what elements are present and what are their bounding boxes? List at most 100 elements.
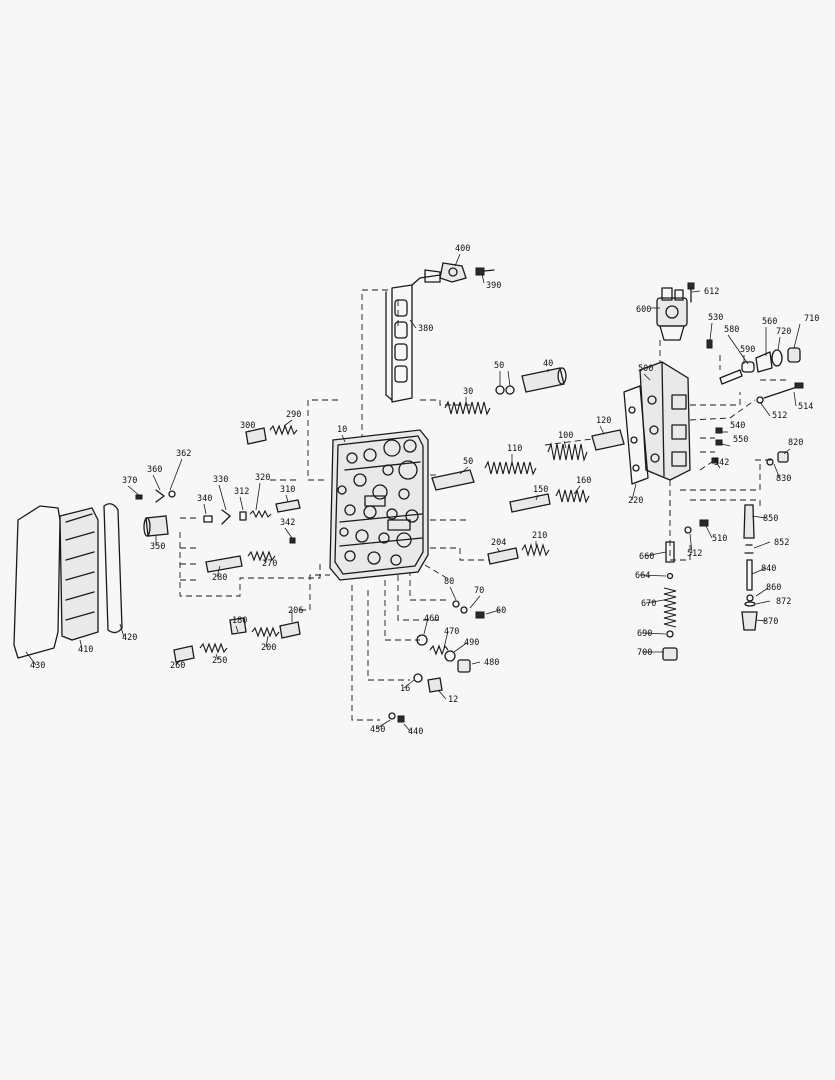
- leader-line: [689, 533, 693, 554]
- part-label: 514: [798, 402, 813, 412]
- leader-line: [783, 448, 791, 455]
- part-label: 270: [262, 559, 277, 569]
- leader-line: [79, 639, 83, 650]
- leader-line: [449, 586, 457, 601]
- part-label: 560: [762, 317, 777, 327]
- part-label: 110: [507, 444, 522, 454]
- part-label: 512: [772, 411, 787, 421]
- leader-line: [423, 617, 429, 635]
- part-label: 720: [776, 327, 791, 337]
- part-label: 700: [637, 648, 652, 658]
- solenoid-600: [656, 287, 688, 341]
- bolt-390: [475, 267, 495, 276]
- right-side-parts: [662, 339, 804, 661]
- part-label: 510: [712, 534, 727, 544]
- part-label: 10: [337, 425, 347, 435]
- part-label: 690: [637, 629, 652, 639]
- leader-line: [755, 600, 771, 605]
- assembly-dashed-lines: [179, 289, 790, 721]
- leader-line: [751, 567, 767, 575]
- part-label: 530: [708, 313, 723, 323]
- part-label: 206: [288, 606, 303, 616]
- leader-line: [563, 440, 567, 449]
- part-label: 590: [740, 345, 755, 355]
- part-label: 204: [491, 538, 506, 548]
- part-label: 400: [455, 244, 470, 254]
- part-label: 160: [576, 476, 591, 486]
- leader-line: [705, 525, 713, 539]
- leader-line: [496, 547, 501, 553]
- part-label: 860: [766, 583, 781, 593]
- part-label: 420: [122, 633, 137, 643]
- leader-line: [709, 322, 713, 341]
- leader-line: [631, 483, 637, 501]
- part-label: 40: [543, 359, 553, 369]
- leader-line: [759, 401, 771, 417]
- oil-pan-filter: [13, 503, 123, 659]
- leader-line: [485, 609, 501, 615]
- part-label: 380: [418, 324, 433, 334]
- leader-line: [265, 635, 269, 648]
- part-label: 450: [370, 725, 385, 735]
- leader-line: [773, 463, 781, 480]
- bottom-small-parts: [388, 600, 485, 723]
- part-label: 612: [704, 287, 719, 297]
- part-label: 490: [464, 638, 479, 648]
- part-label: 200: [261, 643, 276, 653]
- part-label: 600: [636, 305, 651, 315]
- leader-line: [573, 485, 581, 495]
- leader-line: [645, 599, 665, 604]
- part-label: 660: [639, 552, 654, 562]
- leader-line: [751, 515, 767, 519]
- leader-line: [481, 273, 485, 284]
- leader-line: [203, 503, 207, 515]
- leader-line: [175, 659, 181, 666]
- part-label: 580: [724, 325, 739, 335]
- part-label: 30: [463, 387, 473, 397]
- leader-line: [239, 496, 244, 511]
- part-label: 710: [804, 314, 819, 324]
- leader-line: [403, 679, 415, 689]
- leader-line: [755, 587, 769, 597]
- part-label: 850: [763, 514, 778, 524]
- part-label: 16: [400, 684, 410, 694]
- part-label: 840: [761, 564, 776, 574]
- part-label: 664: [635, 571, 650, 581]
- part-label: 852: [774, 538, 789, 548]
- gasket-harness: [385, 274, 441, 403]
- leader-line: [755, 619, 767, 622]
- leader-line: [459, 466, 469, 475]
- leader-line: [285, 494, 289, 503]
- leader-line: [152, 474, 161, 491]
- leader-line: [454, 253, 461, 267]
- leader-line: [643, 373, 651, 381]
- part-label: 370: [122, 476, 137, 486]
- leader-line: [375, 719, 391, 730]
- part-label: 70: [474, 586, 484, 596]
- leader-line: [119, 623, 125, 638]
- part-label: 220: [628, 496, 643, 506]
- part-label: 342: [280, 518, 295, 528]
- part-label: 542: [714, 458, 729, 468]
- leader-line: [753, 541, 771, 549]
- part-label: 260: [170, 661, 185, 671]
- part-label: 320: [255, 473, 270, 483]
- leader-line: [215, 653, 219, 661]
- leader-line: [599, 425, 605, 435]
- part-label: 460: [424, 614, 439, 624]
- leader-line: [25, 651, 37, 666]
- part-label: 470: [444, 627, 459, 637]
- part-label: 210: [532, 531, 547, 541]
- leader-line: [263, 559, 267, 564]
- part-label: 440: [408, 727, 423, 737]
- part-label: 50: [494, 361, 504, 371]
- leader-line: [507, 370, 511, 387]
- part-label: 872: [776, 597, 791, 607]
- valve-spools-and-springs: [135, 367, 625, 663]
- part-label: 312: [234, 487, 249, 497]
- leader-line: [535, 494, 539, 501]
- leader-line: [727, 334, 749, 365]
- part-label: 350: [150, 542, 165, 552]
